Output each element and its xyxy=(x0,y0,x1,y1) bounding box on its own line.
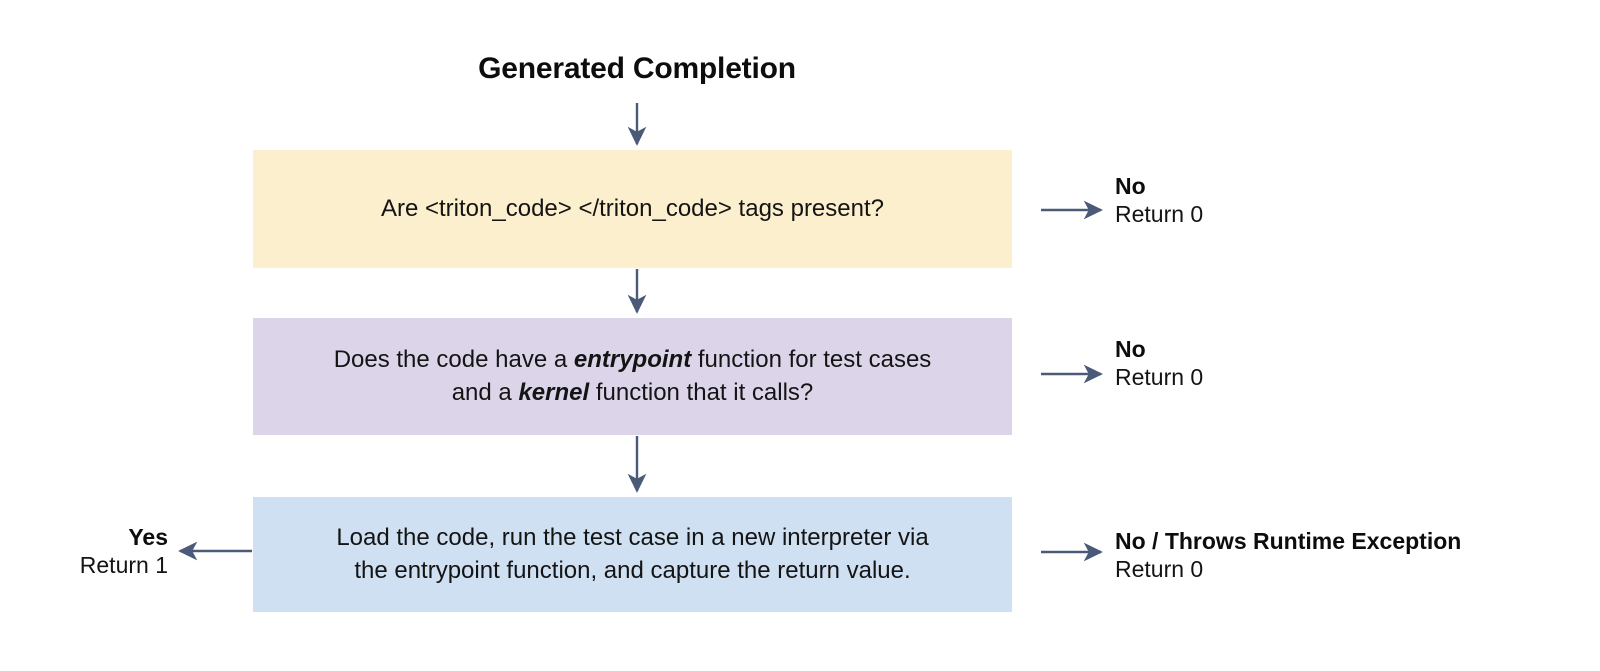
kernel-keyword: kernel xyxy=(518,378,590,406)
entrypoint-line2-prefix: and a xyxy=(451,378,519,406)
page-title: Generated Completion xyxy=(478,52,796,85)
entrypoint-keyword: entrypoint xyxy=(573,346,692,374)
outcome-no-entrypoint-head: No xyxy=(1115,336,1146,362)
outcome-runtime-error-sub: Return 0 xyxy=(1115,556,1204,583)
outcome-success: Yes Return 1 xyxy=(80,523,168,579)
entrypoint-line1-suffix: function for test cases xyxy=(691,346,932,374)
outcome-runtime-error-head: No / Throws Runtime Exception xyxy=(1115,528,1462,554)
execute-line1: Load the code, run the test case in a ne… xyxy=(336,524,929,552)
outcome-runtime-error: No / Throws Runtime Exception Return 0 xyxy=(1115,527,1461,583)
outcome-no-tags-sub: Return 0 xyxy=(1115,201,1204,228)
decision-box-entrypoint-check-label: Does the code have a entrypoint function… xyxy=(334,344,932,408)
decision-box-entrypoint-check: Does the code have a entrypoint function… xyxy=(253,318,1012,435)
execute-line2: the entrypoint function, and capture the… xyxy=(354,556,911,584)
decision-box-tags-check-label: Are <triton_code> </triton_code> tags pr… xyxy=(380,194,884,222)
decision-box-tags-check: Are <triton_code> </triton_code> tags pr… xyxy=(253,150,1012,268)
outcome-no-tags: No Return 0 xyxy=(1115,172,1203,228)
entrypoint-line2-suffix: function that it calls? xyxy=(589,378,814,406)
entrypoint-line1-prefix: Does the code have a xyxy=(333,346,574,374)
outcome-no-entrypoint-sub: Return 0 xyxy=(1115,364,1204,391)
process-box-execute-step: Load the code, run the test case in a ne… xyxy=(253,497,1012,612)
outcome-no-tags-head: No xyxy=(1115,173,1146,199)
outcome-no-entrypoint: No Return 0 xyxy=(1115,335,1203,391)
process-box-execute-step-label: Load the code, run the test case in a ne… xyxy=(336,522,928,586)
outcome-success-sub: Return 1 xyxy=(79,552,168,579)
outcome-success-head: Yes xyxy=(128,524,168,550)
